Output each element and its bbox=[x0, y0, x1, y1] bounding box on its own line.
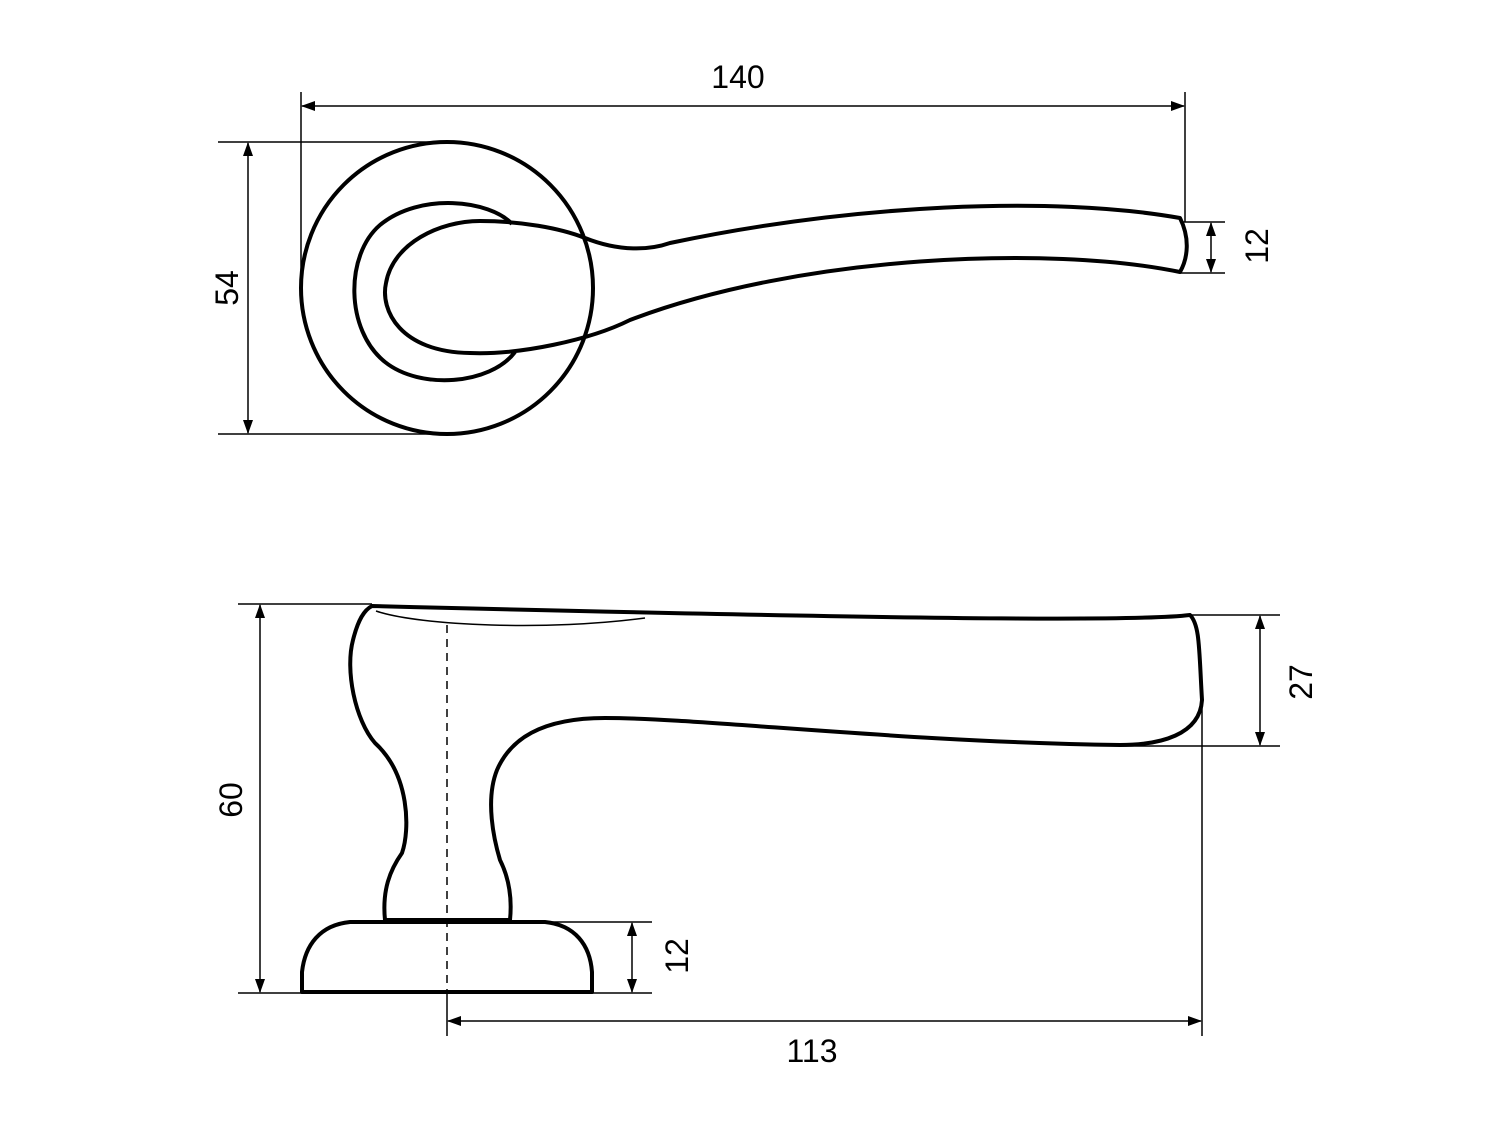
lever-top-outline bbox=[383, 203, 1189, 356]
top-view: 140 54 12 bbox=[209, 59, 1275, 436]
dimension-tip-label: 12 bbox=[1239, 228, 1275, 264]
dimension-rosette-height-label: 12 bbox=[659, 938, 695, 974]
rosette-inner-ring bbox=[352, 201, 517, 383]
dimension-rosette-diameter-label: 54 bbox=[209, 270, 245, 306]
dimension-lever-height-label: 27 bbox=[1283, 664, 1319, 700]
dimension-height-label: 60 bbox=[213, 782, 249, 818]
lever-side-outline bbox=[348, 604, 1204, 922]
rosette-outer bbox=[299, 140, 595, 436]
dimension-projection-label: 113 bbox=[786, 1033, 837, 1069]
side-view: 60 27 12 113 bbox=[213, 603, 1319, 1069]
lever-top-edge-curve bbox=[375, 610, 646, 627]
dimension-length-label: 140 bbox=[711, 59, 764, 95]
